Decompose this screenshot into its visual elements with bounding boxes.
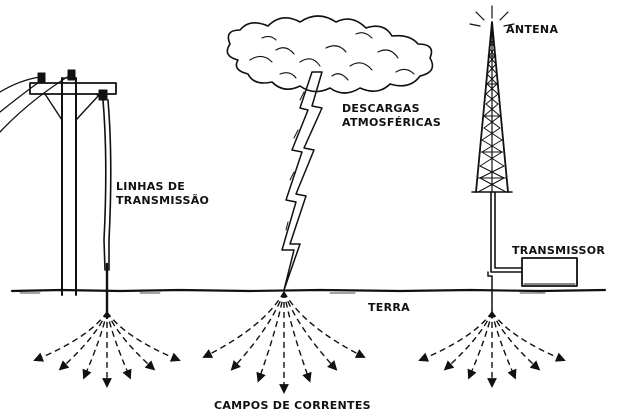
current-arrow [33,311,108,362]
current-arrow [106,311,156,371]
current-arrow [256,291,285,383]
current-arrow [106,311,132,380]
current-arrow [82,311,108,380]
current-arrow [230,291,285,371]
current-arrow [283,291,366,358]
current-arrow [58,311,108,371]
current-arrow [202,291,285,358]
antenna-tower [469,5,515,193]
current-field-left [33,311,181,388]
current-arrow [418,311,493,362]
current-arrow [491,311,517,380]
label-antenna: ANTENA [506,23,558,36]
label-transmission-lines-2: TRANSMISSÃO [116,194,209,207]
current-arrow [491,311,566,362]
label-earth: TERRA [368,301,410,314]
storm-cloud [226,15,434,94]
current-arrow [283,291,312,383]
lightning-bolt [281,71,323,291]
current-arrow [467,311,493,380]
current-arrow [283,291,338,371]
label-atmospheric-discharges-2: ATMOSFÉRICAS [342,116,441,129]
transmitter-ground-wire [487,271,493,319]
label-transmitter: TRANSMISSOR [512,244,605,257]
transmitter-box [521,257,578,287]
current-arrow [443,311,493,371]
current-arrow [106,311,181,362]
antenna-feedline [490,191,523,273]
ground-line [10,288,607,294]
label-transmission-lines-1: LINHAS DE [116,180,185,193]
current-field-right [418,311,566,388]
current-arrow [491,311,541,371]
transmission-wires [0,73,112,320]
label-atmospheric-discharges-1: DESCARGAS [342,102,420,115]
label-current-fields: CAMPOS DE CORRENTES [214,399,371,412]
current-field-center [202,291,366,394]
